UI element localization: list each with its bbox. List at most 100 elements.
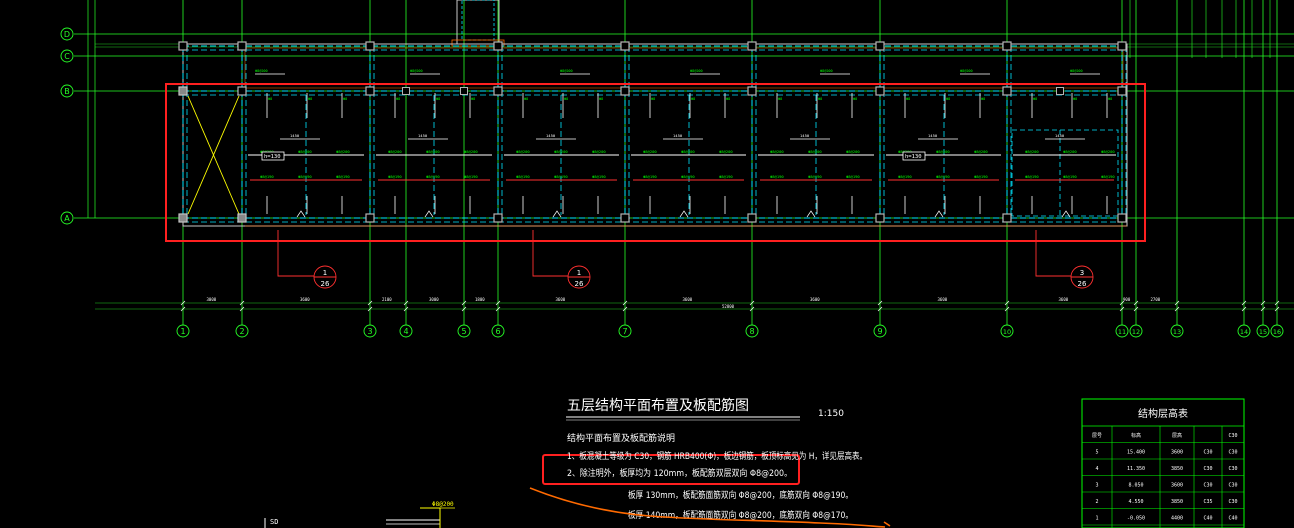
column-axis-bubble-3 bbox=[363, 324, 377, 338]
row-axis-bubble-D bbox=[60, 27, 74, 41]
highlight-box-note bbox=[542, 454, 800, 485]
bar-end-mark bbox=[934, 210, 944, 218]
table-cell: 标高 bbox=[1131, 432, 1141, 439]
dimension-text: 900 bbox=[1123, 297, 1131, 302]
rebar-label: Φ8@200 bbox=[426, 149, 440, 154]
column bbox=[365, 213, 375, 223]
rebar-label: Φ8 bbox=[651, 97, 655, 101]
dim-tick bbox=[877, 306, 883, 312]
rebar-label: Φ8 bbox=[524, 97, 528, 101]
column bbox=[1117, 41, 1127, 51]
rebar-length-label: 1450 bbox=[800, 133, 810, 138]
dimension-text: 2100 bbox=[382, 297, 392, 302]
column-axis-label: 6 bbox=[495, 327, 500, 336]
dim-tick bbox=[1260, 300, 1266, 306]
table-cell: C30 bbox=[1203, 450, 1212, 456]
stair-well-base bbox=[451, 39, 505, 47]
orange-stroke-tail bbox=[883, 521, 891, 527]
column-axis-label: 16 bbox=[1273, 328, 1281, 336]
column bbox=[493, 41, 503, 51]
rebar-length-label: 1450 bbox=[673, 133, 683, 138]
column-axis-bubble-12 bbox=[1129, 324, 1143, 338]
column-filled bbox=[178, 86, 188, 96]
table-cell: 3600 bbox=[1171, 483, 1183, 489]
rebar-label: Φ8@200 bbox=[681, 149, 695, 154]
dimension-text: 3600 bbox=[938, 297, 948, 302]
dimension-text: 3600 bbox=[300, 297, 310, 302]
table-cell: 8.050 bbox=[1128, 483, 1143, 489]
dim-tick bbox=[1274, 300, 1280, 306]
table-cell: C30 bbox=[1228, 499, 1237, 505]
bar-end-mark bbox=[1061, 210, 1071, 218]
svg-text:h=130: h=130 bbox=[264, 154, 281, 160]
dim-tick bbox=[1241, 300, 1247, 306]
rebar-label: Φ8@200 bbox=[1101, 149, 1115, 154]
rebar-label: Φ8@200 bbox=[336, 149, 350, 154]
rebar-label: Φ8@190 bbox=[974, 174, 988, 179]
column bbox=[1056, 87, 1064, 95]
rebar-label: Φ8@190 bbox=[770, 174, 784, 179]
column bbox=[1117, 86, 1127, 96]
column bbox=[875, 86, 885, 96]
column-axis-label: 8 bbox=[749, 327, 754, 336]
column-axis-bubble-6 bbox=[491, 324, 505, 338]
table-cell: 3850 bbox=[1171, 499, 1183, 505]
rebar-label: Φ8@190 bbox=[1025, 174, 1039, 179]
rebar-length-label: 1450 bbox=[1055, 133, 1065, 138]
row-axis-label: A bbox=[64, 214, 70, 223]
rebar-label: Φ8 bbox=[599, 97, 603, 101]
rebar-label: Φ8@190 bbox=[936, 174, 950, 179]
dim-tick bbox=[749, 306, 755, 312]
dim-tick bbox=[1260, 306, 1266, 312]
rebar-label: Φ8@200 bbox=[820, 69, 833, 73]
column-filled bbox=[178, 213, 188, 223]
column bbox=[402, 87, 410, 95]
row-axis-label: C bbox=[64, 52, 70, 61]
table-cell: 15.400 bbox=[1127, 450, 1145, 456]
rebar-label: Φ8@190 bbox=[260, 174, 274, 179]
rebar-label: Φ8@200 bbox=[516, 149, 530, 154]
dim-tick bbox=[180, 300, 186, 306]
rebar-label: Φ8 bbox=[946, 97, 950, 101]
rebar-label: Φ8@190 bbox=[846, 174, 860, 179]
table-cell: C30 bbox=[1228, 433, 1237, 439]
dim-tick bbox=[461, 306, 467, 312]
callout-top: 3 bbox=[1080, 269, 1084, 277]
table-cell: 4400 bbox=[1171, 516, 1183, 522]
row-axis-bubble-A bbox=[60, 211, 74, 225]
rebar-label: Φ8@190 bbox=[426, 174, 440, 179]
rebar-label: Φ8@200 bbox=[1070, 69, 1083, 73]
dim-tick bbox=[1133, 306, 1139, 312]
rebar-label: Φ8 bbox=[818, 97, 822, 101]
note-line-4: 板厚 140mm，板配筋面筋双向 Φ8@200，底筋双向 Φ8@170。 bbox=[628, 509, 853, 521]
rebar-label: Φ8@190 bbox=[1101, 174, 1115, 179]
callout-leader bbox=[1035, 230, 1071, 277]
drawing-title: 五层结构平面布置及板配筋图 bbox=[567, 397, 749, 414]
rebar-length-label: 1450 bbox=[418, 133, 428, 138]
table-cell: 2 bbox=[1095, 499, 1098, 505]
column-axis-bubble-8 bbox=[745, 324, 759, 338]
stair-bay-outline bbox=[1011, 129, 1119, 217]
dim-tick bbox=[622, 306, 628, 312]
dimension-text: 3600 bbox=[810, 297, 820, 302]
column bbox=[178, 41, 188, 51]
column-axis-label: 15 bbox=[1259, 328, 1267, 336]
rebar-label: Φ8@190 bbox=[643, 174, 657, 179]
rebar-label: Φ8 bbox=[343, 97, 347, 101]
column bbox=[1002, 86, 1012, 96]
dim-tick bbox=[239, 300, 245, 306]
column bbox=[620, 213, 630, 223]
rebar-label: Φ8 bbox=[396, 97, 400, 101]
table-cell: 1 bbox=[1095, 516, 1098, 522]
rebar-label: Φ8@200 bbox=[388, 149, 402, 154]
dim-tick bbox=[180, 306, 186, 312]
rebar-label: Φ8 bbox=[1033, 97, 1037, 101]
slab-tag-left: h=130 bbox=[261, 151, 285, 161]
note-line-1: 1、板混凝土等级为 C30，钢筋 HRB400(Φ)，板边钢筋，板顶标高见为 H… bbox=[567, 450, 867, 462]
column-axis-label: 9 bbox=[877, 327, 882, 336]
row-axis-bubble-C bbox=[60, 49, 74, 63]
rebar-label: Φ8 bbox=[564, 97, 568, 101]
column bbox=[747, 41, 757, 51]
column bbox=[1117, 213, 1127, 223]
